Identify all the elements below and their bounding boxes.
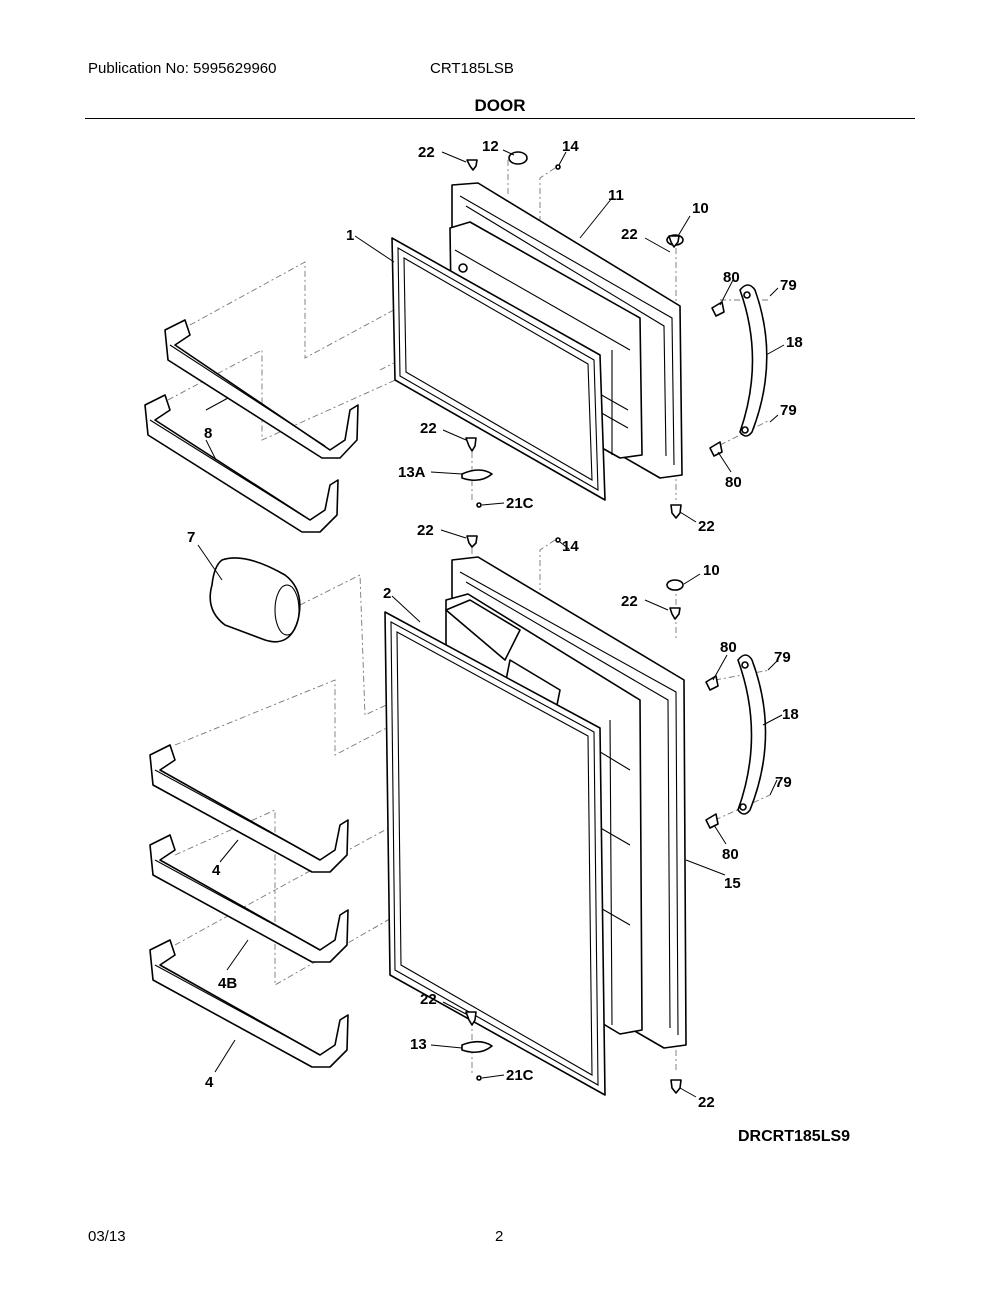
callout-79: 79 (774, 649, 791, 666)
callout-7: 7 (187, 529, 195, 546)
callout-10: 10 (703, 562, 720, 579)
dairy-compartment (209, 557, 301, 643)
callout-14: 14 (562, 138, 579, 155)
callout-22: 22 (420, 991, 437, 1008)
callout-80: 80 (722, 846, 739, 863)
callout-18: 18 (782, 706, 799, 723)
callout-79: 79 (780, 277, 797, 294)
door-shelf-1 (149, 744, 349, 873)
footer-date: 03/13 (88, 1228, 126, 1245)
callout-22: 22 (698, 1094, 715, 1111)
door-shelf-3 (149, 939, 349, 1068)
fresh-food-door-gasket (384, 611, 606, 1096)
callout-22: 22 (420, 420, 437, 437)
callout-13: 13 (410, 1036, 427, 1053)
callout-22: 22 (621, 226, 638, 243)
fresh-food-door-handle (737, 654, 767, 815)
freezer-door-gasket (391, 237, 606, 501)
callout-13a: 13A (398, 464, 426, 481)
callout-21c: 21C (506, 495, 534, 512)
callout-80: 80 (723, 269, 740, 286)
callout-1: 1 (346, 227, 354, 244)
callout-80: 80 (720, 639, 737, 656)
callout-14: 14 (562, 538, 579, 555)
callout-10: 10 (692, 200, 709, 217)
model-number: CRT185LSB (430, 60, 514, 77)
callout-22: 22 (418, 144, 435, 161)
callout-79: 79 (775, 774, 792, 791)
callout-4: 4 (205, 1074, 214, 1091)
leader-lines (197, 149, 785, 1098)
callout-21c: 21C (506, 1067, 534, 1084)
publication-number: Publication No: 5995629960 (88, 60, 277, 77)
page-number: 2 (495, 1228, 504, 1245)
page-title: DOOR (474, 96, 526, 115)
callout-80: 80 (725, 474, 742, 491)
diagram-code: DRCRT185LS9 (738, 1128, 851, 1145)
callout-22: 22 (621, 593, 638, 610)
callout-labels: 22 12 14 11 10 22 1 80 79 18 79 8 22 13A… (187, 138, 803, 1111)
callout-8: 8 (204, 425, 212, 442)
freezer-shelf-upper (164, 319, 359, 459)
header-divider (85, 118, 915, 119)
door-shelf-2 (149, 834, 349, 963)
freezer-door-handle (739, 284, 768, 437)
callout-15: 15 (724, 875, 741, 892)
callout-4b: 4B (218, 975, 237, 992)
callout-4: 4 (212, 862, 221, 879)
fresh-food-hardware (461, 535, 719, 1094)
callout-11: 11 (608, 187, 624, 204)
callout-22: 22 (698, 518, 715, 535)
callout-12: 12 (482, 138, 499, 155)
freezer-shelf-lower (144, 394, 339, 533)
callout-22: 22 (417, 522, 434, 539)
callout-79: 79 (780, 402, 797, 419)
callout-18: 18 (786, 334, 803, 351)
callout-2: 2 (383, 585, 391, 602)
freezer-hardware (461, 151, 725, 519)
